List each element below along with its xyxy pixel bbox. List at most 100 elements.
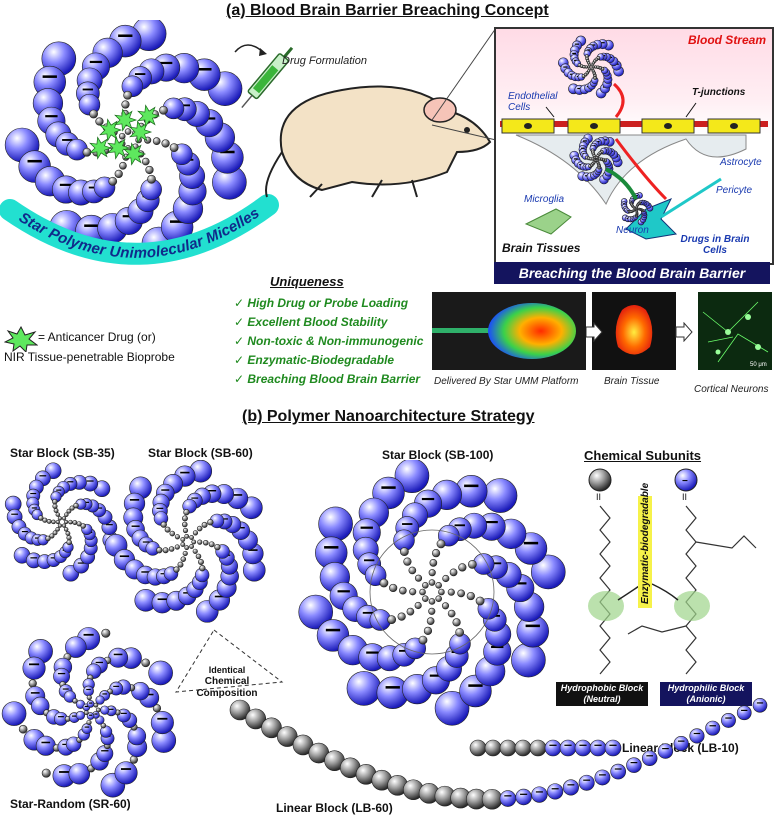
polymer-bead [1, 701, 27, 726]
chemical-structures: − Enzymatic-biodegradable II II OH OH [588, 468, 757, 690]
polymer-bead [180, 556, 187, 562]
negative-charge-mark [399, 649, 410, 652]
cortical-caption: Cortical Neurons [694, 384, 769, 395]
sb100-label: Star Block (SB-100) [382, 448, 494, 462]
polymer-bead [160, 521, 167, 528]
negative-charge-mark [569, 73, 574, 75]
negative-charge-mark [77, 562, 85, 564]
polymer-bead [201, 521, 208, 528]
negative-charge-mark [156, 507, 164, 509]
negative-charge-mark [572, 52, 576, 55]
polymer-bead [422, 582, 429, 589]
polymer-bead [394, 460, 430, 494]
brain-tissue-photo [592, 292, 676, 370]
polymer-bead [189, 535, 194, 540]
negative-charge-mark [202, 117, 216, 120]
equals-blue: II [682, 492, 687, 502]
polymer-bead [182, 550, 188, 557]
polymer-bead [182, 527, 189, 534]
polymer-bead [180, 537, 186, 542]
cortical-neurons-photo: 50 μm [698, 292, 772, 370]
negative-charge-mark [709, 725, 716, 727]
polymer-bead [83, 685, 94, 697]
drug-molecule [89, 136, 113, 160]
polymer-bead [414, 601, 422, 610]
polymer-bead [181, 515, 188, 522]
polymer-bead [626, 757, 642, 773]
negative-charge-mark [614, 768, 622, 770]
polymer-bead [55, 519, 60, 525]
polymer-bead [499, 739, 517, 757]
endothelial-label: Endothelial Cells [508, 91, 558, 113]
polymer-bead [604, 739, 622, 757]
negative-charge-mark [157, 717, 168, 720]
negative-charge-mark [485, 520, 498, 524]
hydrophilic-line-1: Hydrophilic Block [667, 683, 745, 693]
polymer-bead [38, 515, 44, 521]
polymer-bead [184, 533, 190, 539]
uniqueness-item: ✓ High Drug or Probe Loading [234, 296, 409, 310]
negative-charge-mark [756, 702, 764, 704]
polymer-bead [298, 594, 334, 630]
brain-tissue-caption: Brain Tissue [604, 376, 660, 387]
negative-charge-mark [29, 663, 40, 666]
negative-charge-mark [30, 492, 37, 495]
negative-charge-mark [50, 557, 57, 559]
equals-gray: II [596, 492, 601, 502]
chem-subunits-title: Chemical Subunits [584, 448, 702, 463]
polymer-bead [52, 498, 58, 505]
polymer-bead [435, 582, 442, 589]
polymer-bead [72, 698, 78, 704]
polymer-bead [438, 588, 445, 596]
polymer-bead [547, 783, 564, 800]
polymer-bead [589, 739, 607, 757]
polymer-bead [182, 521, 188, 528]
polymer-bead [428, 579, 436, 586]
polymer-bead [578, 774, 595, 791]
negative-charge-mark [525, 624, 540, 628]
negative-charge-mark [30, 557, 38, 559]
uniqueness-item: ✓ Non-toxic & Non-immunogenic [234, 334, 424, 348]
negative-charge-mark [583, 140, 587, 142]
polymer-bead [159, 105, 168, 115]
negative-charge-mark [34, 537, 41, 539]
negative-charge-mark [119, 555, 130, 558]
polymer-bead [45, 535, 51, 542]
polymer-bead [121, 100, 130, 109]
polymer-bead [66, 508, 72, 514]
polymer-bead [156, 546, 163, 554]
drug-formulation-label: Drug Formulation [282, 55, 367, 67]
hydrophobic-line-1: Hydrophobic Block [560, 683, 644, 693]
polymer-bead [72, 520, 78, 526]
bbb-scene [500, 35, 768, 240]
polymer-bead [447, 609, 456, 618]
polymer-bead [65, 636, 87, 658]
polymer-bead [57, 516, 63, 521]
polymer-bead [95, 695, 105, 705]
polymer-bead [75, 710, 86, 720]
polymer-bead [86, 712, 95, 720]
image-arrows [586, 322, 693, 342]
identical-composition-label: Identical Chemical Composition [190, 664, 264, 700]
polymer-bead [449, 568, 458, 577]
polymer-bead [422, 595, 429, 602]
hydrophilic-badge: Hydrophilic Block (Anionic) [660, 682, 752, 706]
neuron-label: Neuron [616, 225, 649, 236]
negative-charge-mark [325, 628, 341, 632]
polymer-bead [52, 503, 58, 509]
polymer-bead [689, 728, 705, 744]
uniqueness-list: ✓ High Drug or Probe Loading ✓ Excellent… [234, 294, 423, 389]
polymer-bead [42, 517, 48, 523]
negative-charge-mark [599, 774, 606, 776]
negative-charge-mark [57, 716, 64, 718]
negative-charge-mark [45, 115, 58, 118]
polymer-bead [562, 779, 579, 796]
negative-charge-mark [523, 541, 539, 545]
polymer-bead [574, 739, 592, 757]
polymer-bead [35, 735, 56, 756]
polymer-bead [442, 574, 450, 583]
negative-charge-mark [144, 693, 154, 696]
polymer-bead [68, 519, 73, 525]
polymer-bead [49, 533, 55, 539]
drug-molecule [137, 104, 161, 128]
